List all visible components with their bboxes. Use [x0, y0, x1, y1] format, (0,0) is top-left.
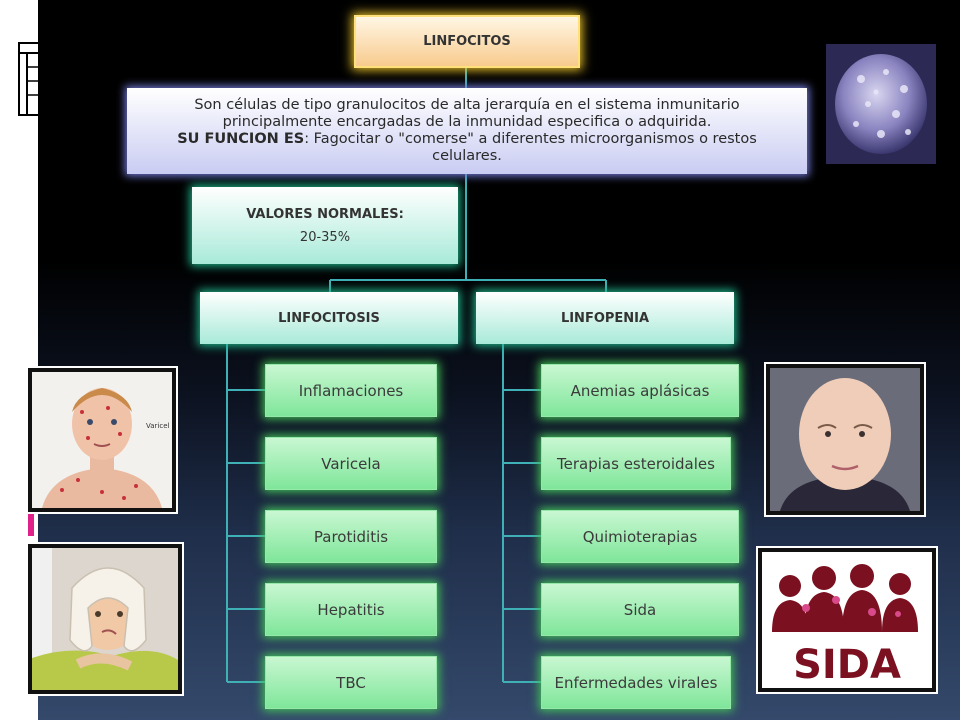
linfopenia-item: Enfermedades virales: [541, 656, 731, 709]
item-label: Sida: [623, 600, 657, 619]
window-layout-icon: [18, 42, 40, 116]
normal-values-box: VALORES NORMALES: 20-35%: [192, 187, 458, 264]
left-decor-strip: [0, 0, 38, 720]
child-illustration: Varicel: [32, 372, 172, 508]
woman-illustration: [770, 368, 920, 511]
varicela-caption: Varicel: [146, 422, 170, 430]
decor-bar-magenta-2: [28, 624, 34, 646]
linfocitosis-item: Parotiditis: [265, 510, 437, 563]
linfocitosis-item: TBC: [265, 656, 437, 709]
function-text: : Fagocitar o "comerse" a diferentes mic…: [304, 131, 757, 164]
title-box: LINFOCITOS: [354, 15, 580, 68]
sida-logo-text: SIDA: [793, 642, 901, 688]
branch-linfopenia-label: LINFOPENIA: [560, 310, 650, 326]
parotiditis-child-illustration: [32, 548, 178, 690]
item-label: Hepatitis: [317, 600, 385, 619]
item-label: Varicela: [321, 454, 381, 473]
title-text: LINFOCITOS: [423, 34, 511, 49]
linfopenia-item: Quimioterapias: [541, 510, 739, 563]
branch-linfocitosis-label: LINFOCITOSIS: [278, 310, 380, 326]
lymphocyte-image: [826, 44, 936, 164]
quimioterapia-woman-photo: [770, 368, 920, 511]
description-box: Son células de tipo granulocitos de alta…: [127, 88, 807, 174]
description-text: Son células de tipo granulocitos de alta…: [194, 97, 740, 130]
sida-illustration: SIDA: [762, 552, 932, 688]
decor-bar-magenta: [28, 514, 34, 536]
item-label: Inflamaciones: [298, 381, 404, 400]
normal-values-value: 20-35%: [299, 229, 351, 245]
linfopenia-item: Anemias aplásicas: [541, 364, 739, 417]
linfocitosis-item: Hepatitis: [265, 583, 437, 636]
branch-linfocitosis: LINFOCITOSIS: [200, 292, 458, 344]
item-label: Quimioterapias: [582, 527, 698, 546]
function-line: SU FUNCION ES: Fagocitar o "comerse" a d…: [143, 131, 791, 165]
linfopenia-item: Sida: [541, 583, 739, 636]
normal-values-label: VALORES NORMALES:: [246, 206, 404, 222]
mumps-illustration: [32, 548, 178, 690]
item-label: Terapias esteroidales: [557, 454, 715, 473]
linfocitosis-item: Inflamaciones: [265, 364, 437, 417]
item-label: Parotiditis: [313, 527, 389, 546]
decor-bar-yellow: [28, 482, 34, 496]
branch-linfopenia: LINFOPENIA: [476, 292, 734, 344]
sida-logo-image: SIDA: [762, 552, 932, 688]
function-label: SU FUNCION ES: [177, 131, 305, 147]
varicela-child-photo: Varicel: [32, 372, 172, 508]
linfocitosis-item: Varicela: [265, 437, 437, 490]
linfopenia-item: Terapias esteroidales: [541, 437, 731, 490]
item-label: Anemias aplásicas: [570, 381, 710, 400]
item-label: Enfermedades virales: [554, 673, 718, 692]
item-label: TBC: [336, 673, 366, 692]
